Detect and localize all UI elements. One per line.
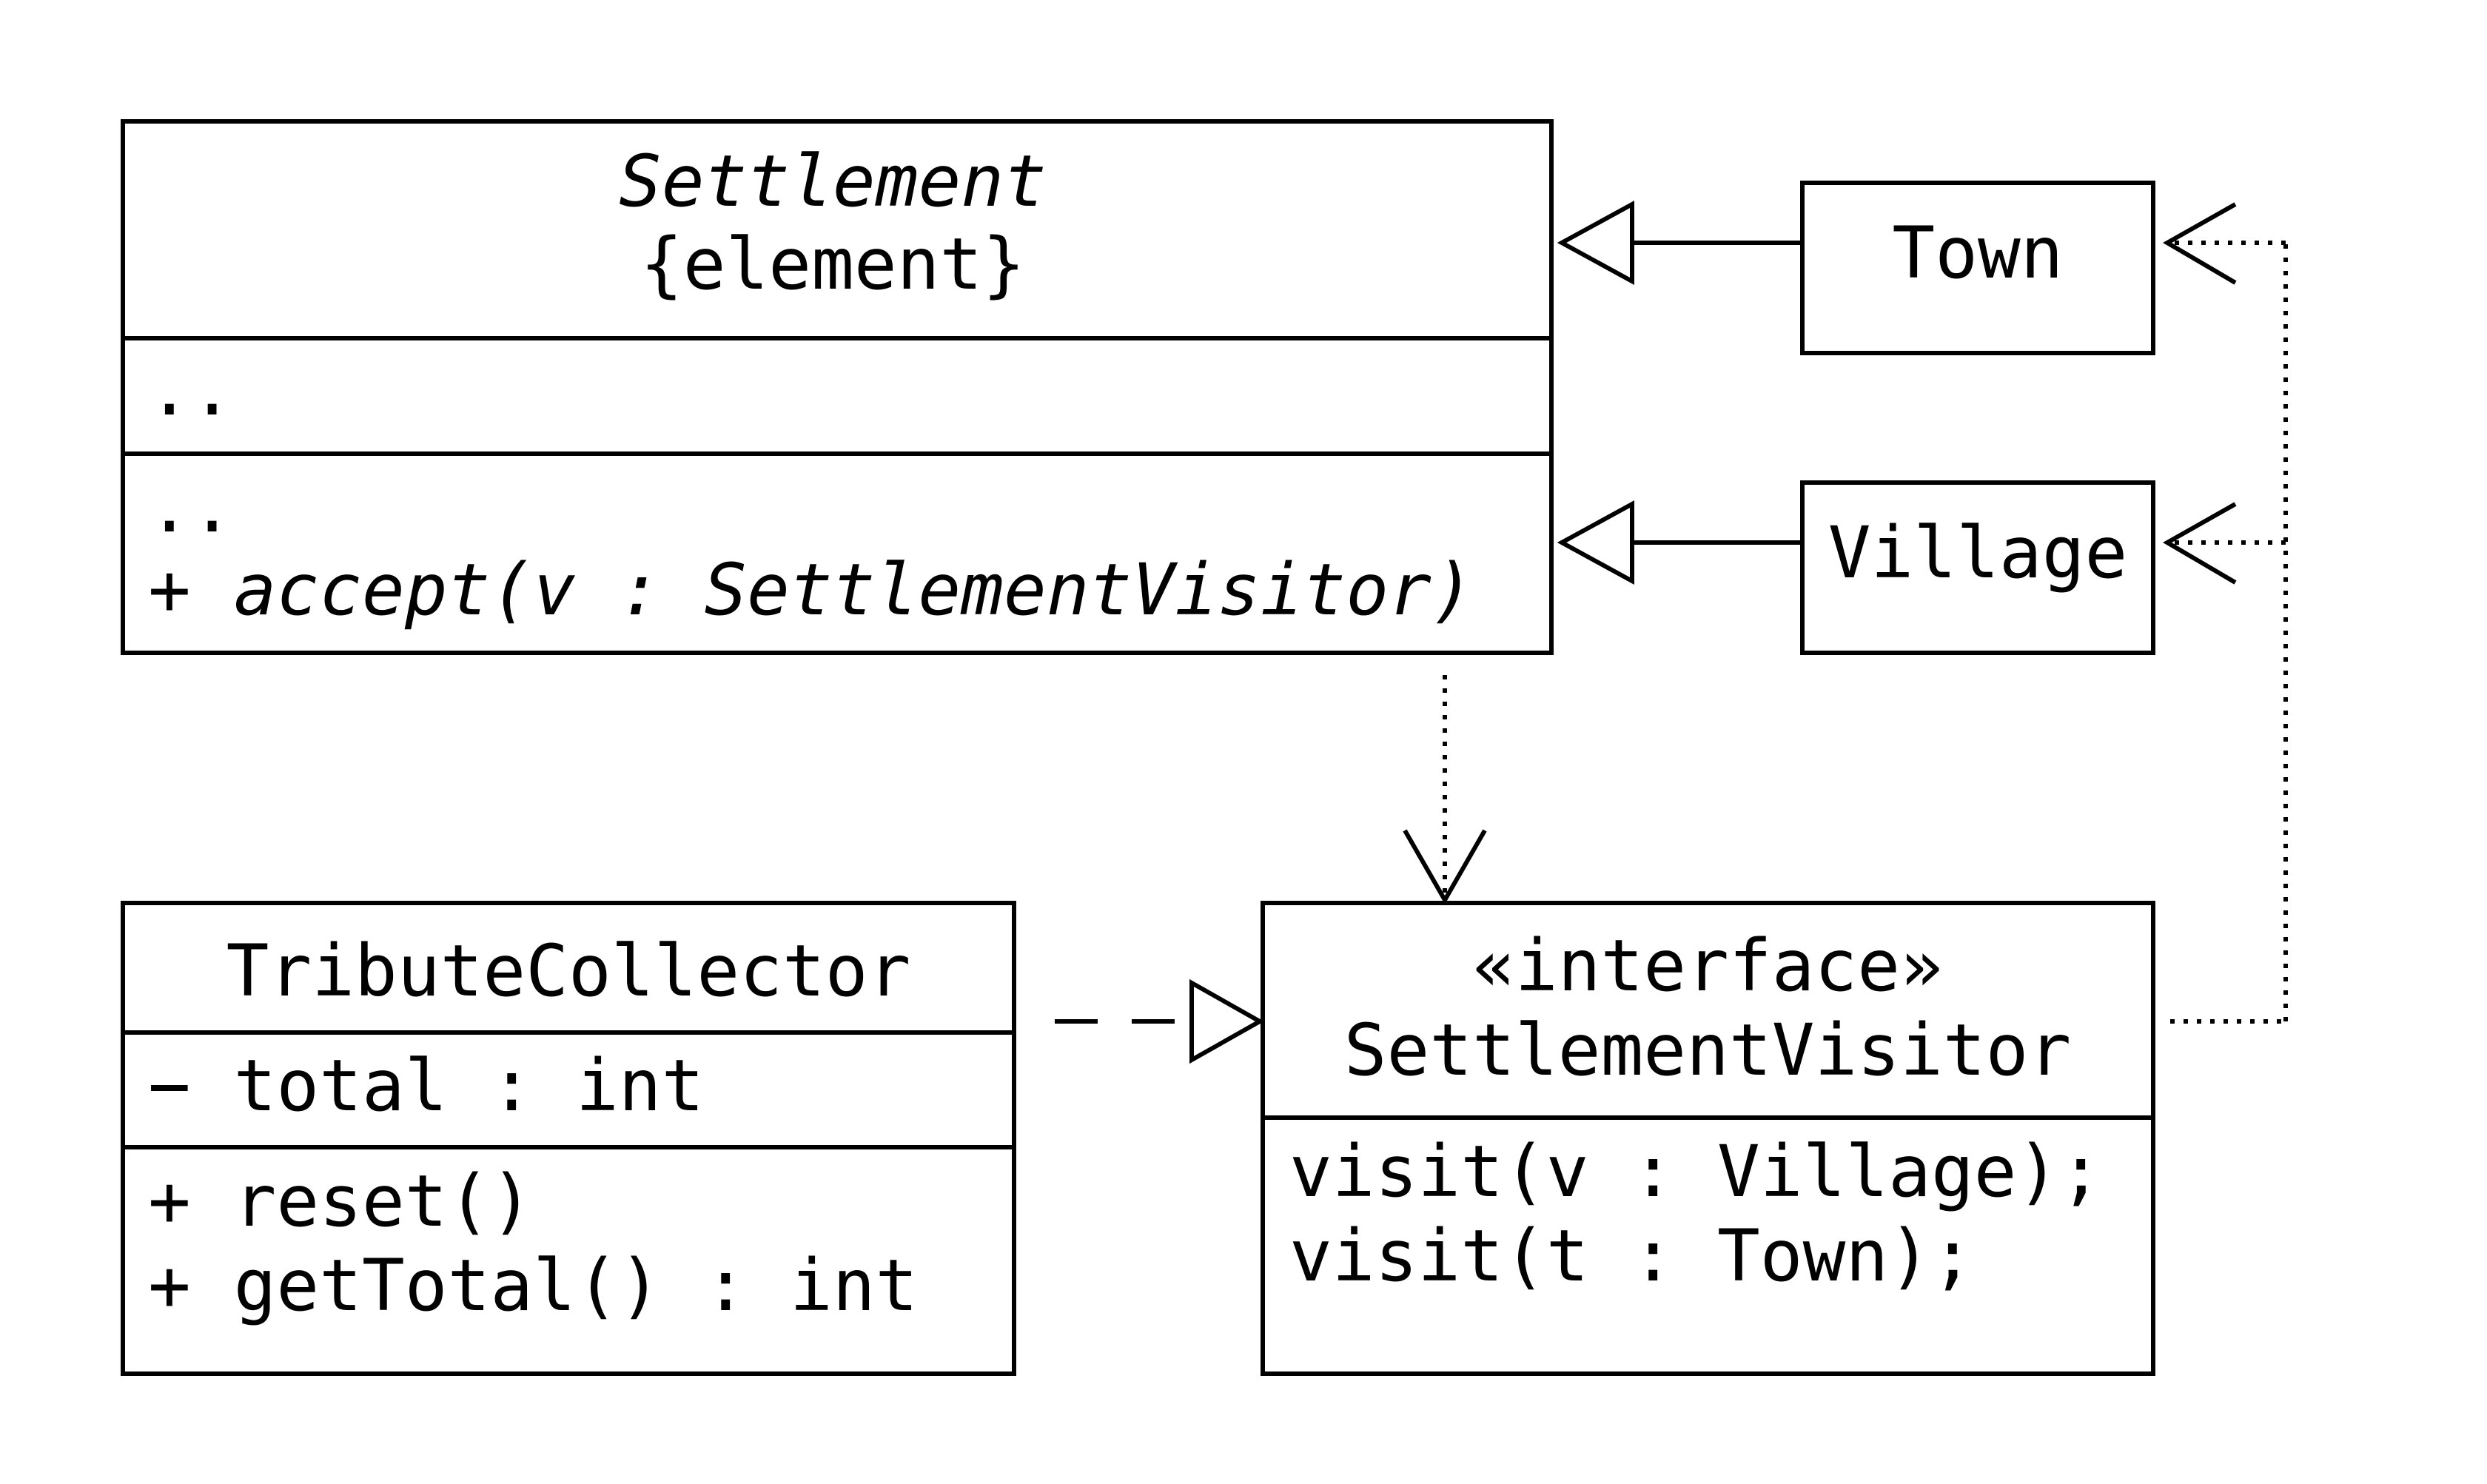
settlement-operation: .. [148,466,234,548]
realization-tribute-visitor [1055,978,1265,1064]
tribute-collector-class [121,901,1016,1376]
tribute-collector-operation-reset: + reset() [148,1160,533,1243]
dependency-settlement-visitor [1403,675,1487,905]
village-box [1800,480,2155,655]
generalization-arrowhead-village [1557,500,1634,585]
dependency-arrowhead-visitor [1403,829,1487,905]
settlement-visitor-operation-town: visit(t : Town); [1289,1215,1974,1297]
settlement-visitor-stereotype: «interface» [1472,924,1943,1007]
tribute-collector-name: TributeCollector [226,930,911,1013]
village-name: Village [1828,511,2128,594]
settlement-stereotype: {element} [640,223,1025,306]
settlement-attribute: .. [148,349,234,432]
settlement-visitor-box [1261,901,2155,1376]
dependency-arrowhead-village [2162,502,2237,585]
tribute-collector-operation-gettotal: + getTotal() : int [148,1244,918,1327]
settlement-visitor-name: SettlementVisitor [1344,1009,2072,1092]
town-box [1800,181,2155,355]
realization-arrowhead [1189,978,1265,1064]
settlement-class [121,119,1554,655]
generalization-arrowhead-town [1557,200,1634,286]
generalization-town-settlement [1557,200,1802,286]
dependency-visitor-elements [2162,202,2288,1024]
dependency-arrowhead-town [2162,202,2237,285]
settlement-operation-accept: + accept(v : SettlementVisitor) [148,548,1474,631]
settlement-visitor-interface [1261,901,2155,1376]
settlement-name: Settlement [619,140,1047,223]
town-name: Town [1892,212,2063,295]
tribute-collector-attribute: − total : int [148,1044,704,1127]
generalization-village-settlement [1557,500,1802,585]
settlement-visitor-operation-village: visit(v : Village); [1289,1130,2102,1213]
settlement-box [121,119,1554,655]
tribute-collector-box [121,901,1016,1376]
